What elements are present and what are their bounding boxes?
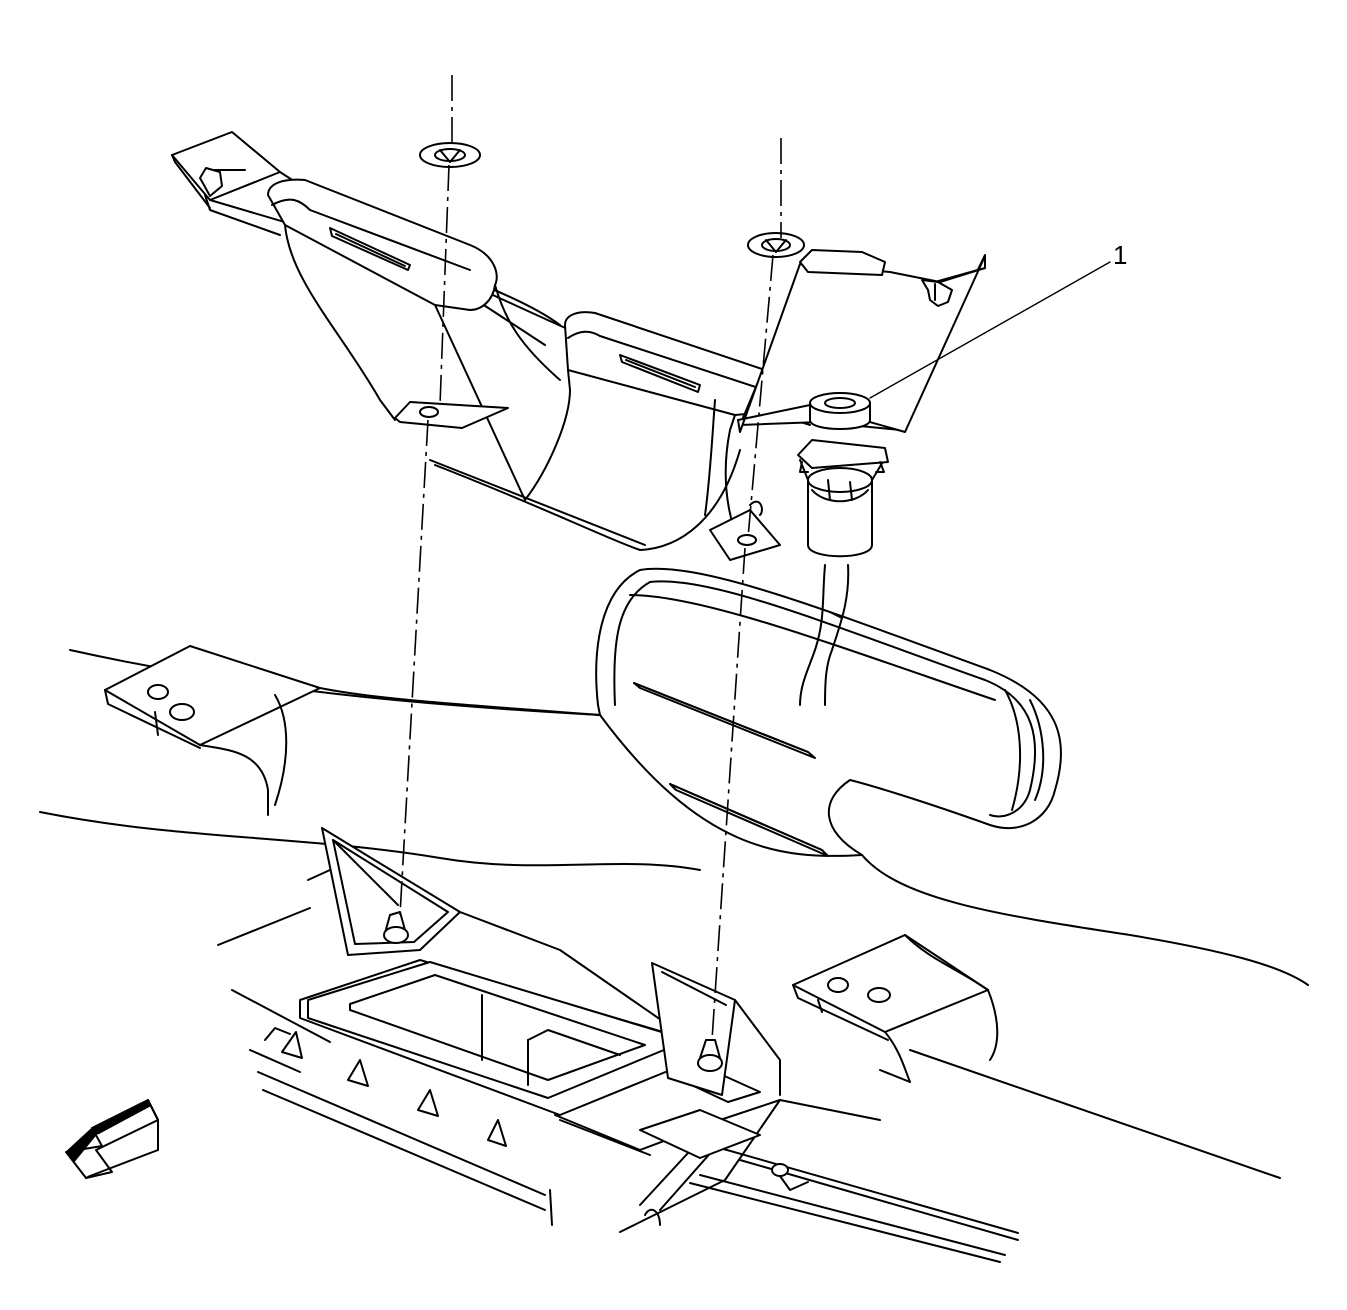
callout-1-label: 1 — [1113, 240, 1127, 270]
upper-left-push-pin-fastener — [419, 142, 481, 168]
floor-panel-outlines — [39, 649, 1309, 1226]
temperature-sensor-assembly — [797, 249, 889, 706]
alignment-lines — [399, 75, 782, 1041]
front-direction-arrow-icon — [65, 1099, 159, 1179]
main-floor-duct — [595, 567, 1062, 857]
lower-right-duct-outlet — [792, 934, 999, 1083]
right-wing-clip — [921, 279, 953, 307]
upper-right-push-pin-fastener — [747, 232, 805, 258]
console-retainer-tabs — [264, 1027, 507, 1147]
lower-left-mounting-post — [307, 827, 691, 1041]
callout-1: 1 — [869, 240, 1127, 399]
lower-right-mounting-post — [651, 962, 781, 1096]
lower-left-duct-outlet — [104, 645, 601, 816]
